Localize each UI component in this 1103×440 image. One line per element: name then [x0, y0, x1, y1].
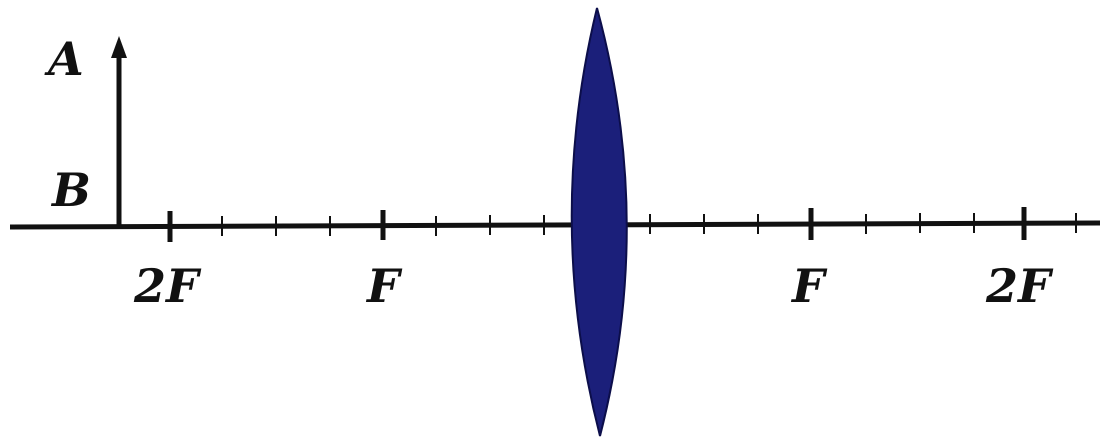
object-arrowhead [111, 36, 127, 58]
label-left-2f: 2F [133, 259, 202, 313]
focal-ticks [167, 207, 1027, 242]
label-right-f: F [790, 259, 828, 313]
convex-lens [570, 7, 628, 437]
label-right-2f: 2F [985, 259, 1054, 313]
label-b: B [50, 163, 91, 217]
axis-ticks [221, 213, 1077, 236]
principal-axis [9, 220, 1101, 230]
label-a: A [44, 32, 84, 86]
label-left-f: F [365, 259, 403, 313]
